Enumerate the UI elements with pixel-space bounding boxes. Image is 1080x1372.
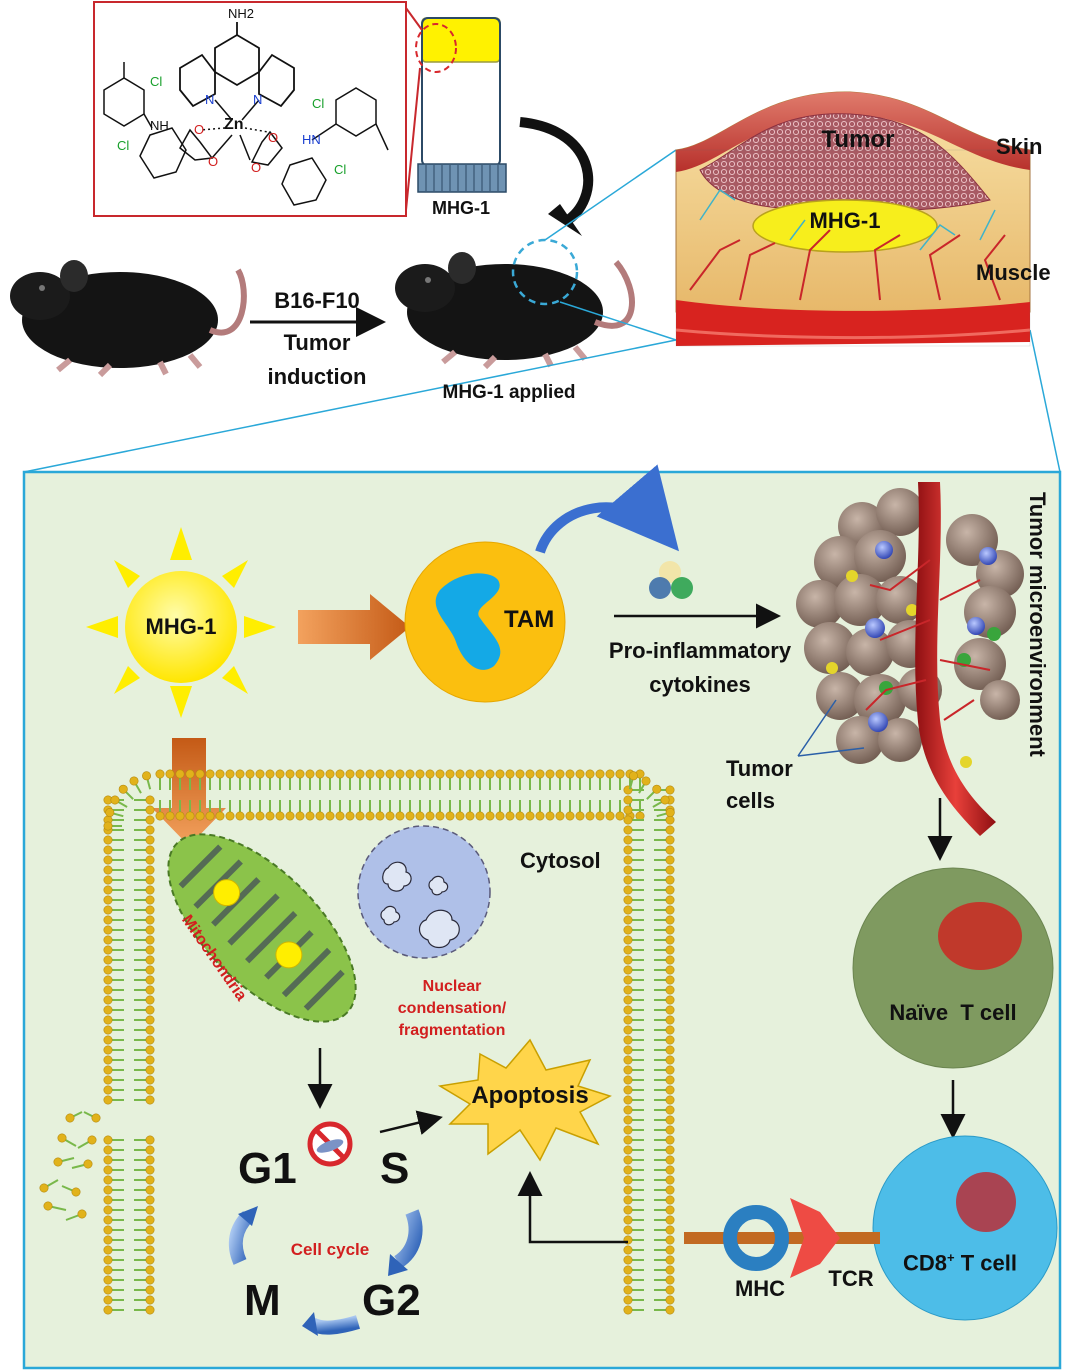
cycle-arrow-g2-m [308, 1315, 361, 1335]
cell-cycle-label: Cell cycle [290, 1240, 370, 1259]
carboxylate-right [250, 130, 327, 206]
tumor-cells-pointer [797, 699, 865, 757]
tissue-tumor-label: Tumor [821, 126, 895, 153]
nuclear-line3: fragmentation [398, 1022, 506, 1039]
nuclear-line2: condensation/ [397, 1000, 507, 1017]
sun-to-tam-arrow [298, 594, 410, 660]
mouse-untreated [10, 260, 247, 378]
nh-left-label: NH [150, 118, 169, 133]
cd8-superscript: + [947, 1250, 955, 1265]
blood-vessel [915, 482, 996, 836]
cl-top-right-label: Cl [312, 96, 325, 111]
tissue-skin-label: Skin [996, 134, 1043, 159]
tcr-label: TCR [828, 1266, 874, 1291]
mhc-label: MHC [734, 1276, 786, 1301]
cl-bottom-left-label: Cl [117, 138, 130, 153]
application-arrow-head [548, 204, 582, 236]
cytokines-line2: cytokines [649, 672, 751, 697]
tissue-cross-section [675, 91, 1031, 347]
chemical-structure-box [93, 1, 407, 217]
phenanthroline-rings [179, 22, 295, 108]
vial-label: MHG-1 [432, 198, 490, 218]
cd8-t-label: CD8+ T cell [903, 1250, 1017, 1276]
phase-s-label: S [380, 1144, 410, 1193]
cd8-t-cell [872, 1135, 1058, 1321]
tme-label: Tumor microenvironment [1025, 492, 1050, 757]
tissue-muscle-label: Muscle [976, 260, 1051, 285]
tam-nucleus [435, 573, 501, 670]
induction-line3: induction [267, 364, 367, 389]
vial-cap [417, 163, 507, 193]
cl-top-left-label: Cl [150, 74, 163, 89]
tissue-gel-label: MHG-1 [809, 208, 881, 233]
zinc-bonds [199, 99, 269, 161]
cd8-text: CD8 [903, 1250, 948, 1276]
application-arrow [519, 117, 594, 227]
mouse-treated [395, 238, 635, 370]
tissue-zoom-lines [23, 149, 1061, 473]
cycle-to-apoptosis-arrow [379, 1110, 443, 1135]
sun-graphic [86, 527, 276, 718]
phase-g1-label: G1 [238, 1144, 297, 1193]
phase-g2-label: G2 [362, 1276, 421, 1325]
cycle-arrow-s-g2 [393, 1209, 423, 1268]
nh2-label: NH2 [228, 6, 255, 21]
cl-bottom-right-label: Cl [334, 162, 347, 177]
induction-line2: Tumor [283, 330, 351, 355]
n-left-label: N [205, 92, 215, 107]
tumor-mass [699, 113, 991, 212]
gel-blob [752, 199, 938, 253]
membrane-to-apoptosis-arrow [517, 1171, 628, 1244]
phase-m-label: M [244, 1276, 281, 1325]
applied-label: MHG-1 applied [442, 382, 576, 403]
carboxylate-left [139, 127, 214, 179]
cytokines-line1: Pro-inflammatory [608, 638, 792, 663]
mhc-ring [723, 1205, 789, 1271]
apoptosis-label: Apoptosis [471, 1082, 589, 1109]
o-a-label: O [194, 122, 205, 137]
naive-t-cell [852, 867, 1054, 1069]
naive-t-label: Naïve T cell [889, 1000, 1017, 1025]
tumor-cells-line1: Tumor [726, 756, 793, 781]
cytosol-label: Cytosol [520, 848, 601, 873]
mhc-tcr-complex [684, 1198, 880, 1278]
tumor-cluster [796, 482, 1024, 836]
o-c-label: O [268, 130, 279, 145]
cytokine-cluster [649, 561, 693, 599]
dichlorophenyl-left [103, 62, 153, 129]
tcr-shape [790, 1198, 840, 1278]
apoptosis-burst [437, 1038, 612, 1162]
nuclear-line1: Nuclear [422, 978, 482, 995]
nh-right-label: HN [302, 132, 321, 147]
hydrogel-vial [405, 7, 507, 211]
mitochondrion [167, 833, 357, 1023]
zoom-lines [405, 7, 423, 211]
secretion-arrow [535, 464, 680, 554]
dichlorophenyl-right [311, 87, 389, 151]
tam-label: TAM [504, 606, 555, 633]
o-d-label: O [251, 160, 262, 175]
tam-cell [404, 541, 566, 703]
sun-label: MHG-1 [145, 614, 217, 639]
fragmented-nucleus [357, 825, 491, 959]
t-cell-text: T cell [954, 1250, 1017, 1276]
tumor-cells-line2: cells [726, 788, 775, 813]
inhibition-icon [307, 1121, 353, 1167]
n-right-label: N [253, 92, 263, 107]
cell-membrane [39, 769, 675, 1315]
o-b-label: O [208, 154, 219, 169]
zn-label: Zn [224, 116, 244, 133]
highlight-circle [415, 23, 457, 73]
induction-line1: B16-F10 [274, 288, 360, 313]
